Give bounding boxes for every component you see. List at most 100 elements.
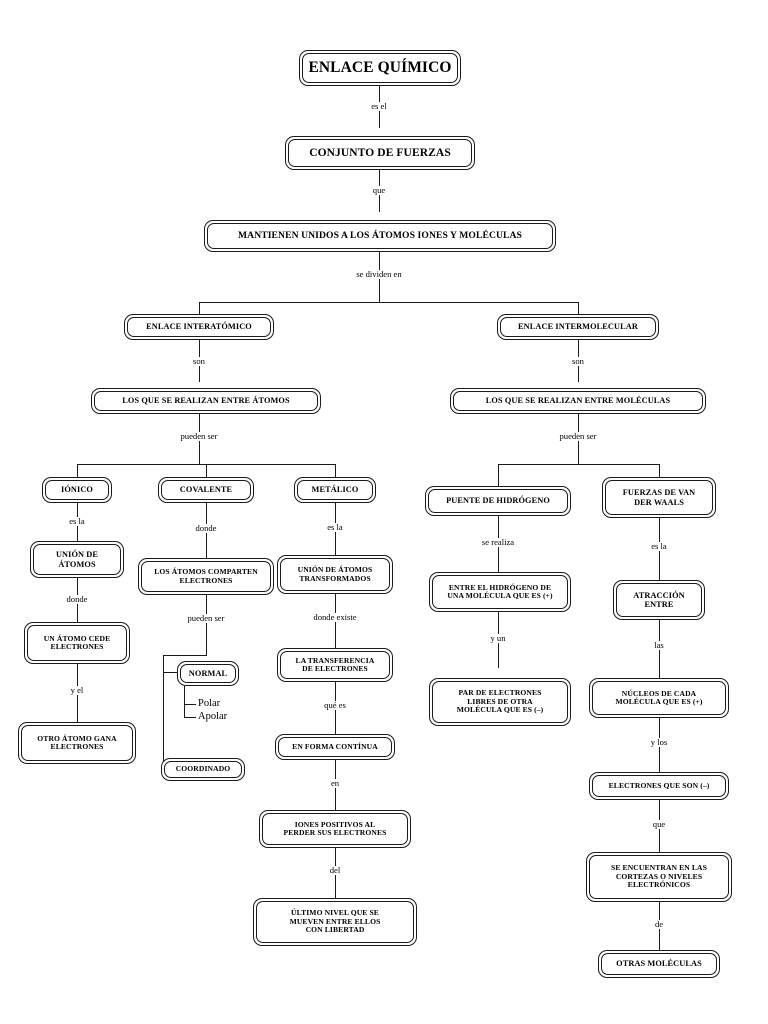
leaf-apolar[interactable]: Apolar <box>198 711 228 722</box>
connector-drop-vdw <box>659 464 660 477</box>
link-label-es-la-vdw: es la <box>648 542 670 551</box>
link-label-pueden-ser-derecha: pueden ser <box>556 432 600 441</box>
link-label-pueden-ser-covalente: pueden ser <box>184 614 228 623</box>
link-label-las: las <box>651 641 667 650</box>
node-electrones-que-son[interactable]: ELECTRONES QUE SON (–) <box>589 772 729 800</box>
node-forma-continua[interactable]: EN FORMA CONTÍNUA <box>275 734 395 760</box>
link-label-es-la-metalico: es la <box>324 523 346 532</box>
node-conjunto-de-fuerzas-label: CONJUNTO DE FUERZAS <box>309 146 451 159</box>
node-cortezas-niveles-label: SE ENCUENTRAN EN LAS CORTEZAS O NIVELES … <box>611 863 707 890</box>
node-enlace-quimico[interactable]: ENLACE QUÍMICO <box>299 50 461 86</box>
connector-stub-apolar <box>184 717 196 718</box>
node-enlace-intermolecular[interactable]: ENLACE INTERMOLECULAR <box>497 314 659 340</box>
link-label-se-dividen-en: se dividen en <box>353 270 405 279</box>
node-puente-de-hidrogeno[interactable]: PUENTE DE HIDRÓGENO <box>425 486 571 516</box>
connector-split-left-drop <box>199 302 200 314</box>
connector-covalente-bracket-top <box>163 655 207 656</box>
connector-drop-puente <box>498 464 499 486</box>
node-nucleos-de-cada-molecula-label: NÚCLEOS DE CADA MOLÉCULA QUE ES (+) <box>615 688 703 706</box>
node-realizan-entre-atomos[interactable]: LOS QUE SE REALIZAN ENTRE ÁTOMOS <box>91 388 321 414</box>
connector-drop-metalico <box>335 464 336 477</box>
node-atraccion-entre-label: ATRACCIÓN ENTRE <box>633 590 685 609</box>
node-atomos-comparten-electrones-label: LOS ÁTOMOS COMPARTEN ELECTRONES <box>154 567 258 585</box>
link-label-son-derecha: son <box>569 357 587 366</box>
node-electrones-que-son-label: ELECTRONES QUE SON (–) <box>608 780 710 790</box>
node-par-electrones-libres[interactable]: PAR DE ELECTRONES LIBRES DE OTRA MOLÉCUL… <box>429 678 571 726</box>
node-nucleos-de-cada-molecula[interactable]: NÚCLEOS DE CADA MOLÉCULA QUE ES (+) <box>589 678 729 718</box>
node-mantienen-unidos-label: MANTIENEN UNIDOS A LOS ÁTOMOS IONES Y MO… <box>238 229 522 241</box>
node-enlace-quimico-label: ENLACE QUÍMICO <box>308 59 452 77</box>
node-transferencia-electrones[interactable]: LA TRANSFERENCIA DE ELECTRONES <box>277 648 393 682</box>
node-entre-hidrogeno[interactable]: ENTRE EL HIDRÓGENO DE UNA MOLÉCULA QUE E… <box>429 572 571 612</box>
link-label-donde-existe: donde existe <box>310 613 360 622</box>
node-otro-atomo-gana-electrones-label: OTRO ÁTOMO GANA ELECTRONES <box>37 733 117 751</box>
node-par-electrones-libres-label: PAR DE ELECTRONES LIBRES DE OTRA MOLÉCUL… <box>456 688 544 715</box>
connector-drop-covalente <box>206 464 207 477</box>
node-realizan-entre-atomos-label: LOS QUE SE REALIZAN ENTRE ÁTOMOS <box>122 396 290 406</box>
node-conjunto-de-fuerzas[interactable]: CONJUNTO DE FUERZAS <box>285 136 475 170</box>
link-label-del: del <box>326 866 344 875</box>
node-realizan-entre-moleculas-label: LOS QUE SE REALIZAN ENTRE MOLÉCULAS <box>485 396 671 406</box>
node-coordinado[interactable]: COORDINADO <box>161 758 245 781</box>
node-otras-moleculas-label: OTRAS MOLÉCULAS <box>616 959 702 969</box>
link-label-de: de <box>651 920 667 929</box>
node-enlace-interatomico-label: ENLACE INTERATÓMICO <box>146 322 252 332</box>
link-label-donde-covalente: donde <box>192 524 220 533</box>
node-transferencia-electrones-label: LA TRANSFERENCIA DE ELECTRONES <box>295 655 375 673</box>
node-covalente[interactable]: COVALENTE <box>158 477 254 503</box>
connector-split-bar-right2 <box>498 464 659 465</box>
link-label-y-el: y el <box>67 686 87 695</box>
node-enlace-intermolecular-label: ENLACE INTERMOLECULAR <box>518 322 638 332</box>
link-label-son-izquierda: son <box>190 357 208 366</box>
node-normal[interactable]: NORMAL <box>177 661 239 686</box>
node-otro-atomo-gana-electrones[interactable]: OTRO ÁTOMO GANA ELECTRONES <box>18 722 136 764</box>
link-label-en: en <box>327 779 343 788</box>
connector-normal-subbracket-spine <box>184 686 185 717</box>
node-union-atomos-transformados-label: UNIÓN DE ÁTOMOS TRANSFORMADOS <box>297 565 373 583</box>
node-atraccion-entre[interactable]: ATRACCIÓN ENTRE <box>613 580 705 620</box>
node-union-atomos-transformados[interactable]: UNIÓN DE ÁTOMOS TRANSFORMADOS <box>277 555 393 594</box>
node-ionico[interactable]: IÓNICO <box>42 477 112 503</box>
node-covalente-label: COVALENTE <box>179 485 233 495</box>
leaf-polar[interactable]: Polar <box>198 698 221 709</box>
link-label-pueden-ser-izquierda: pueden ser <box>177 432 221 441</box>
link-label-se-realiza: se realiza <box>478 538 518 547</box>
connector-drop-ionico <box>77 464 78 477</box>
connector-comparten-to-bracket <box>206 595 207 655</box>
node-otras-moleculas[interactable]: OTRAS MOLÉCULAS <box>598 950 720 978</box>
node-fuerzas-van-der-waals-label: FUERZAS DE VAN DER WAALS <box>622 488 696 507</box>
node-atomos-comparten-electrones[interactable]: LOS ÁTOMOS COMPARTEN ELECTRONES <box>138 558 274 595</box>
node-un-atomo-cede-electrones[interactable]: UN ÁTOMO CEDE ELECTRONES <box>24 622 130 664</box>
node-metalico[interactable]: METÁLICO <box>294 477 376 503</box>
link-label-es-la-ionico: es la <box>66 517 88 526</box>
node-metalico-label: METÁLICO <box>311 485 359 495</box>
node-union-de-atomos[interactable]: UNIÓN DE ÁTOMOS <box>30 541 124 578</box>
connector-split-bar-main <box>199 302 579 303</box>
node-normal-label: NORMAL <box>188 668 228 678</box>
node-ultimo-nivel[interactable]: ÚLTIMO NIVEL QUE SE MUEVEN ENTRE ELLOS C… <box>253 898 417 946</box>
node-coordinado-label: COORDINADO <box>175 764 231 774</box>
link-label-que-vdw: que <box>649 820 669 829</box>
link-label-que-es: qué es <box>321 701 349 710</box>
node-fuerzas-van-der-waals[interactable]: FUERZAS DE VAN DER WAALS <box>602 477 716 518</box>
node-realizan-entre-moleculas[interactable]: LOS QUE SE REALIZAN ENTRE MOLÉCULAS <box>450 388 706 414</box>
node-entre-hidrogeno-label: ENTRE EL HIDRÓGENO DE UNA MOLÉCULA QUE E… <box>447 582 553 600</box>
connector-stub-polar <box>184 704 196 705</box>
link-label-y-los: y los <box>647 738 671 747</box>
node-iones-positivos-label: IONES POSITIVOS AL PERDER SUS ELECTRONES <box>283 819 387 837</box>
node-enlace-interatomico[interactable]: ENLACE INTERATÓMICO <box>124 314 274 340</box>
node-union-de-atomos-label: UNIÓN DE ÁTOMOS <box>55 550 99 569</box>
node-ionico-label: IÓNICO <box>61 485 93 495</box>
node-ultimo-nivel-label: ÚLTIMO NIVEL QUE SE MUEVEN ENTRE ELLOS C… <box>289 908 381 935</box>
link-label-es-el: es el <box>368 102 390 111</box>
link-label-donde-ionico: donde <box>63 595 91 604</box>
link-label-que: que <box>369 186 389 195</box>
node-puente-de-hidrogeno-label: PUENTE DE HIDRÓGENO <box>446 496 550 506</box>
node-un-atomo-cede-electrones-label: UN ÁTOMO CEDE ELECTRONES <box>43 633 111 651</box>
node-mantienen-unidos[interactable]: MANTIENEN UNIDOS A LOS ÁTOMOS IONES Y MO… <box>204 220 556 252</box>
node-iones-positivos[interactable]: IONES POSITIVOS AL PERDER SUS ELECTRONES <box>259 810 411 848</box>
connector-stub-normal <box>163 672 177 673</box>
node-cortezas-niveles[interactable]: SE ENCUENTRAN EN LAS CORTEZAS O NIVELES … <box>586 852 732 902</box>
node-forma-continua-label: EN FORMA CONTÍNUA <box>292 741 378 751</box>
